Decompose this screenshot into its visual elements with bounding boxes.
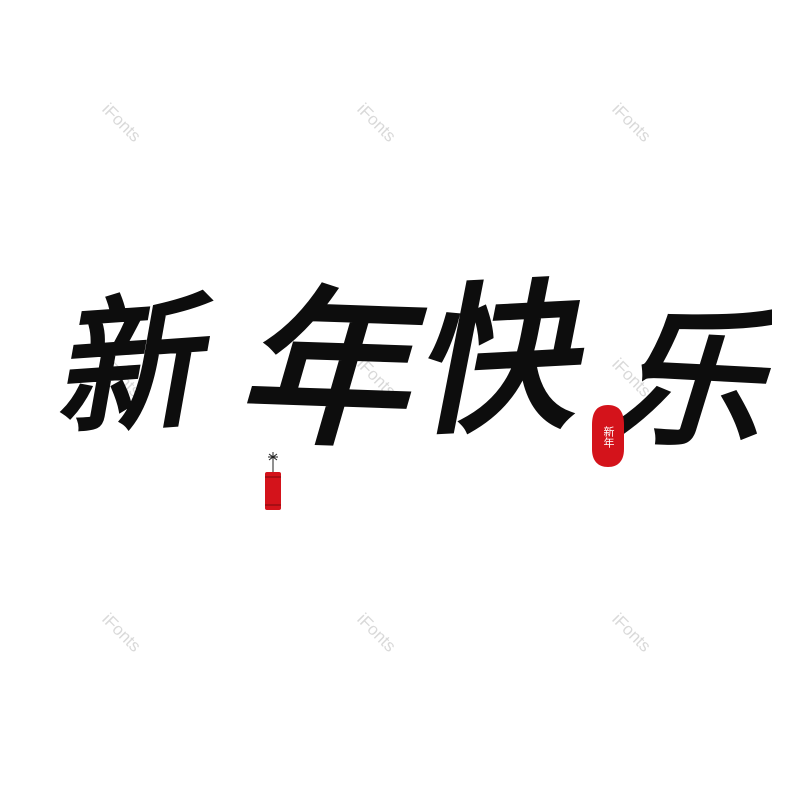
- watermark-text: iFonts: [608, 99, 655, 146]
- watermark-text: iFonts: [98, 99, 145, 146]
- calligraphy-char-le: 乐: [607, 288, 771, 472]
- watermark-text: iFonts: [353, 609, 400, 656]
- calligraphy-headline: 新 年 快 乐: [52, 255, 772, 585]
- watermark-text: iFonts: [98, 609, 145, 656]
- calligraphy-char-xin: 新: [52, 277, 207, 457]
- red-seal-stamp: 新年: [590, 403, 626, 469]
- watermark-text: iFonts: [608, 609, 655, 656]
- firecracker-icon: [265, 452, 281, 510]
- seal-text: 新年: [602, 426, 615, 448]
- seal-shape-icon: [592, 405, 624, 467]
- watermark-text: iFonts: [353, 99, 400, 146]
- calligraphy-char-nian: 年: [233, 267, 415, 473]
- calligraphy-char-kuai: 快: [407, 261, 581, 459]
